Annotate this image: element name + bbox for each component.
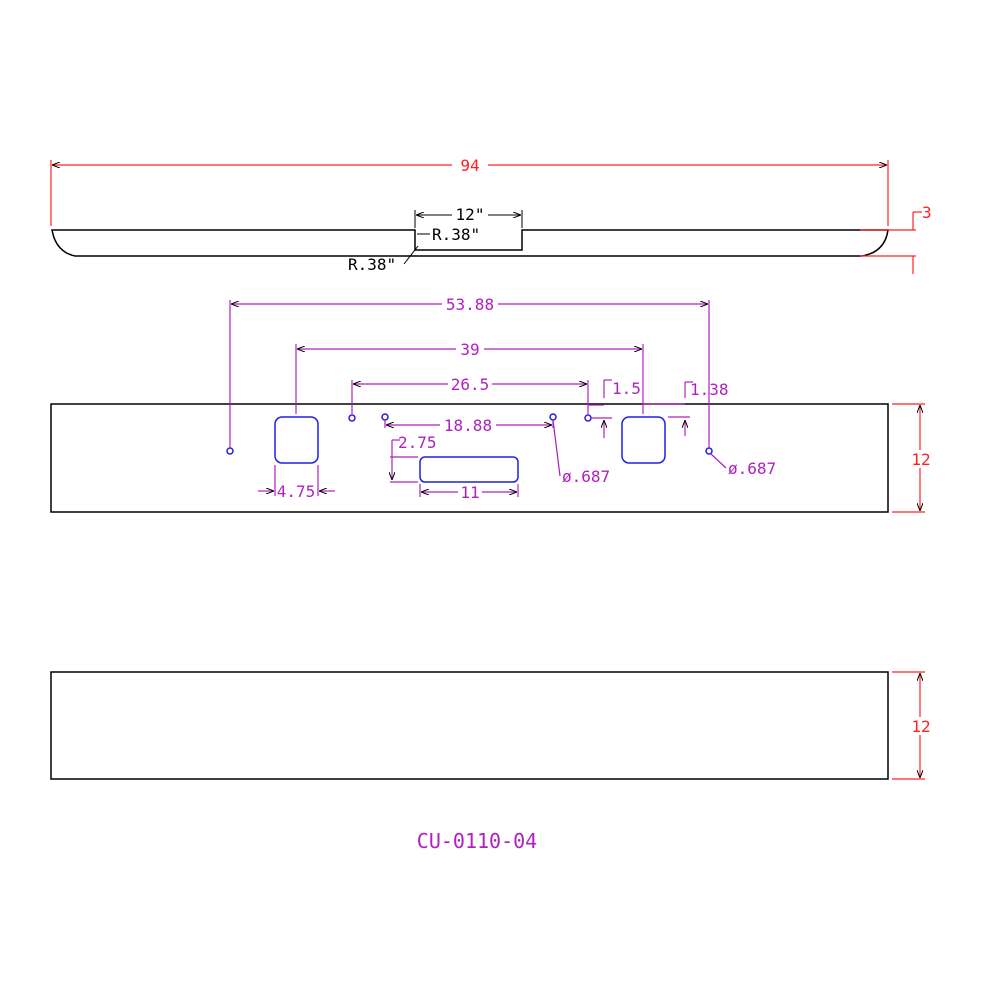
offset-left-dimension: 1.5 xyxy=(588,379,641,438)
square-cutout-left xyxy=(274,416,319,464)
front-height-dimension: 12 xyxy=(892,403,934,513)
notch-radius-outer-label: R.38" xyxy=(348,255,396,274)
hole-diameter-callout-2: ø.687 xyxy=(710,453,776,478)
mount-hole-center-left xyxy=(381,413,389,421)
cutout-width-label: 4.75 xyxy=(277,482,316,501)
end-height-dimension: 3 xyxy=(860,203,932,274)
overall-length-label: 94 xyxy=(460,156,479,175)
slot-width-label: 11 xyxy=(460,483,479,502)
front-view: 53.88 39 26.5 18.88 xyxy=(50,294,934,513)
square-cutouts-label: 39 xyxy=(460,340,479,359)
mount-hole-center-right xyxy=(549,413,557,421)
inner-holes-label: 26.5 xyxy=(451,375,490,394)
slot-height-dimension: 2.75 xyxy=(390,433,437,483)
hole-diameter-callout-1: ø.687 xyxy=(552,419,610,486)
back-view: 12 xyxy=(50,671,934,780)
back-height-dimension: 12 xyxy=(892,671,934,780)
part-number: CU-0110-04 xyxy=(417,829,537,853)
notch-radius-outer: R.38" xyxy=(348,245,419,274)
outer-holes-dimension: 53.88 xyxy=(229,294,710,448)
back-height-label: 12 xyxy=(911,717,930,736)
mount-hole-far-left xyxy=(226,447,234,455)
cutout-width-dimension: 4.75 xyxy=(258,465,335,501)
front-view-outline xyxy=(50,403,889,513)
notch-width-dimension: 12" xyxy=(414,205,523,228)
square-cutouts-dimension: 39 xyxy=(295,339,644,414)
notch-radius-inner: R.38" xyxy=(417,225,480,244)
outer-holes-label: 53.88 xyxy=(446,295,494,314)
front-height-label: 12 xyxy=(911,450,930,469)
notch-width-label: 12" xyxy=(456,205,485,224)
inner-holes-dimension: 26.5 xyxy=(351,374,589,414)
back-view-outline xyxy=(50,671,889,780)
hole-diameter-label-1: ø.687 xyxy=(562,467,610,486)
slot-width-dimension: 11 xyxy=(419,483,519,502)
mount-hole-far-right xyxy=(705,447,713,455)
top-view: 94 12" R.38" R.38" 3 xyxy=(50,154,932,274)
offset-left-label: 1.5 xyxy=(612,379,641,398)
mount-hole-left xyxy=(348,414,356,422)
overall-length-dimension: 94 xyxy=(50,154,889,226)
offset-right-label: 1.38 xyxy=(690,380,729,399)
center-slot xyxy=(419,456,519,483)
offset-right-dimension: 1.38 xyxy=(643,380,729,436)
notch-radius-inner-label: R.38" xyxy=(432,225,480,244)
small-holes-label: 18.88 xyxy=(444,416,492,435)
top-view-outline xyxy=(51,229,889,257)
slot-height-label: 2.75 xyxy=(398,433,437,452)
end-height-label: 3 xyxy=(922,203,932,222)
hole-diameter-label-2: ø.687 xyxy=(728,459,776,478)
square-cutout-right xyxy=(621,416,666,464)
small-holes-dimension: 18.88 xyxy=(384,415,554,435)
